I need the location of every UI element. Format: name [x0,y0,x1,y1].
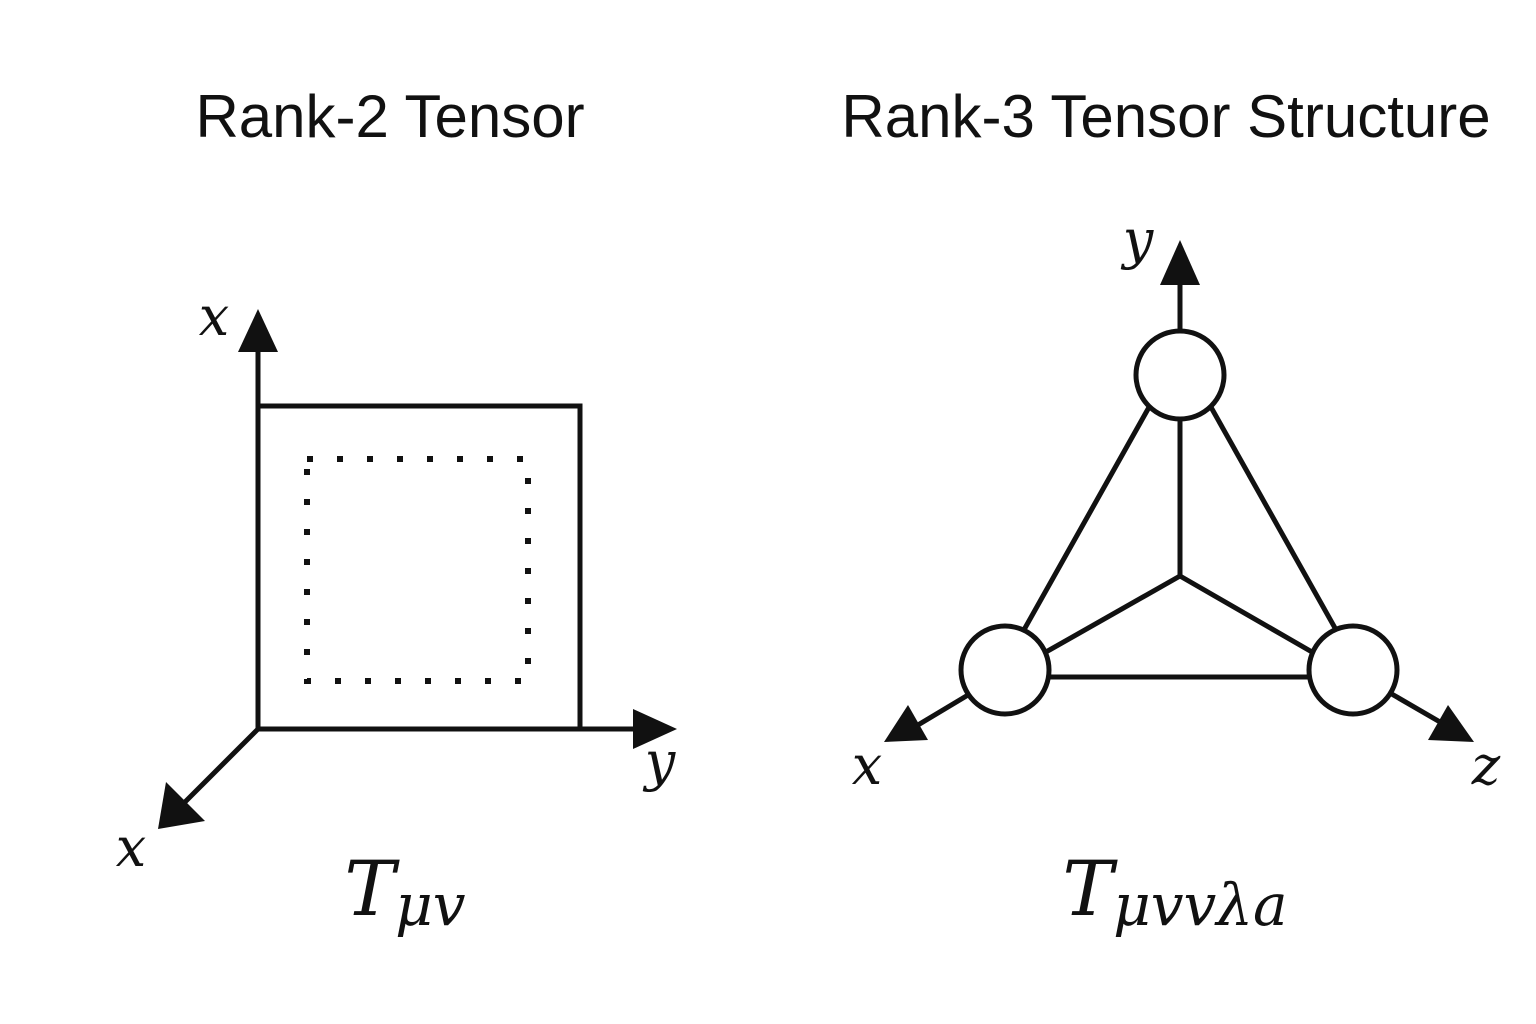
rank3-node-left [958,623,1052,717]
rank3-edge-top-left [1021,405,1152,632]
rank2-panel: Rank-2 Tensor x y x Tμv [116,83,677,939]
rank3-right-arrowhead [1428,705,1474,742]
rank2-horizontal-axis-label: y [643,730,677,793]
rank3-up-axis-label: y [1121,208,1155,271]
rank3-formula-indices: μvvλa [1113,871,1288,939]
rank2-formula-indices: μv [395,871,466,939]
rank3-edge-center-left [1042,572,1184,656]
rank3-edge-center-right [1176,572,1316,656]
rank2-diagonal-axis [174,725,262,813]
rank2-title: Rank-2 Tensor [195,83,584,150]
rank3-title: Rank-3 Tensor Structure [841,83,1490,150]
rank3-right-axis-label: z [1471,734,1501,797]
rank3-formula-symbol: T [1062,844,1118,933]
rank3-up-arrowhead [1160,240,1200,285]
rank2-diagonal-arrowhead [158,782,205,829]
rank3-right-axis [1386,689,1444,726]
rank3-formula: Tμvvλa [1062,844,1287,939]
rank2-formula: Tμv [344,844,465,939]
rank3-node-right [1306,623,1400,717]
rank2-dotted-inner-square [304,456,531,684]
rank3-panel: Rank-3 Tensor Structure y x z Tμvvλa [841,83,1500,939]
rank3-left-axis-label: x [852,734,882,797]
rank2-vertical-arrowhead [238,309,278,352]
rank2-formula-symbol: T [344,844,400,933]
rank2-diagonal-axis-label: x [116,816,146,879]
rank3-node-top [1133,328,1227,422]
rank2-horizontal-arrowhead [633,709,677,749]
rank2-vertical-axis-label: x [199,285,229,348]
rank3-edge-top-right [1208,405,1339,632]
rank3-left-arrowhead [884,705,928,742]
rank3-left-axis [914,691,972,729]
